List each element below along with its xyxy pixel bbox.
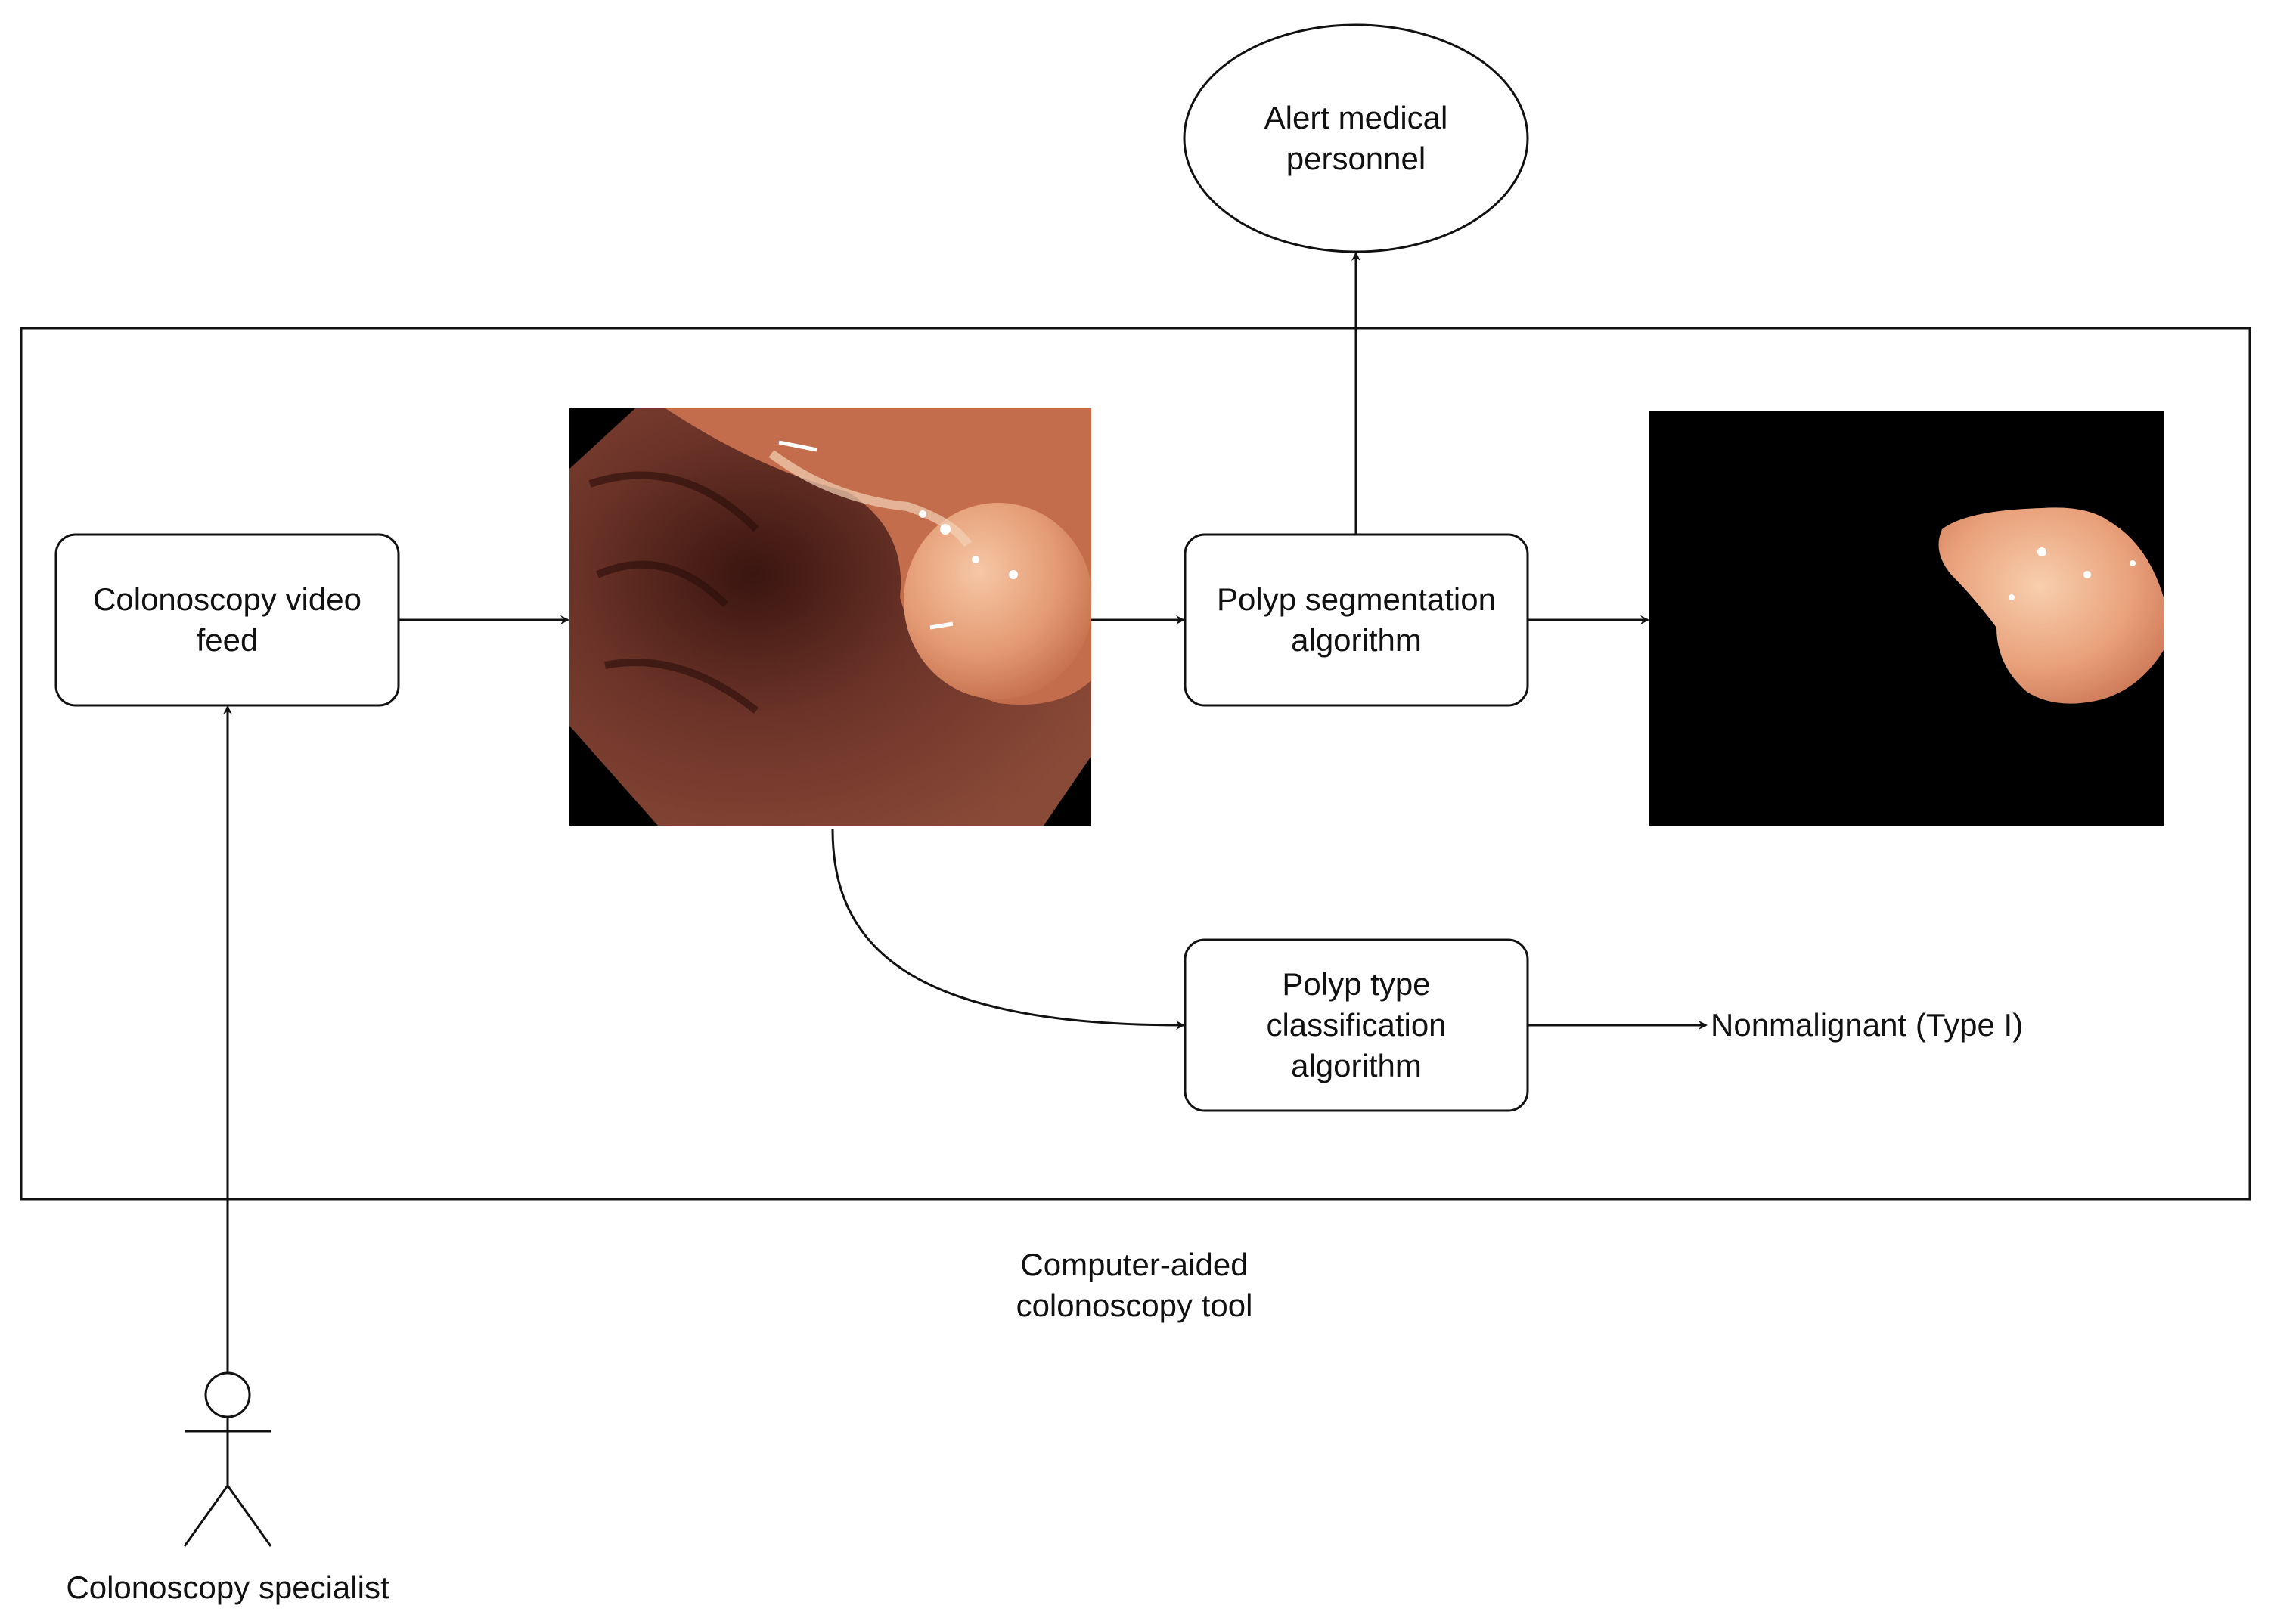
alert-text: Alert medical personnel (1264, 100, 1448, 176)
tool-boundary (20, 327, 2251, 1201)
segmented-polyp-image (1649, 411, 2164, 826)
segmentation-text: Polyp segmentation algorithm (1217, 581, 1496, 658)
video-feed-label: Colonoscopy video feed (56, 535, 399, 705)
video-feed-text: Colonoscopy video feed (93, 581, 361, 658)
actor-figure-icon (183, 1371, 272, 1547)
arrow-frame-to-classification (831, 829, 1185, 1030)
tool-text: Computer-aided colonoscopy tool (1016, 1247, 1253, 1323)
result-text: Nonmalignant (Type I) (1711, 1007, 2024, 1043)
classification-label: Polyp type classification algorithm (1185, 940, 1528, 1111)
tool-label: Computer-aided colonoscopy tool (945, 1240, 1323, 1331)
segmentation-label: Polyp segmentation algorithm (1185, 535, 1528, 705)
alert-label: Alert medical personnel (1184, 25, 1528, 252)
colonoscopy-frame-image (569, 408, 1091, 826)
result-label: Nonmalignant (Type I) (1711, 1003, 2104, 1048)
classification-text: Polyp type classification algorithm (1266, 966, 1447, 1083)
actor-label: Colonoscopy specialist (15, 1565, 440, 1610)
actor-text: Colonoscopy specialist (66, 1570, 389, 1605)
